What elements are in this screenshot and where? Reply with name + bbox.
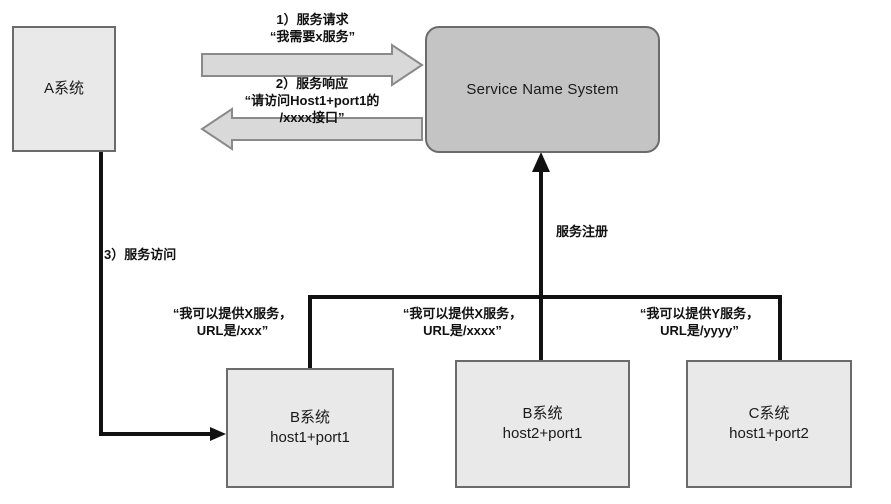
label-service-register: 服务注册 xyxy=(556,224,666,241)
label-service-response-line3: /xxxx接口” xyxy=(279,109,345,125)
label-provide-x-service-xxxx-line1: “我可以提供X服务， xyxy=(402,306,523,321)
node-a-system[interactable]: A系统 xyxy=(12,26,116,152)
node-b-system-host2-port1-address: host2+port1 xyxy=(502,425,583,442)
node-service-name-system[interactable]: Service Name System xyxy=(425,26,660,153)
node-b-system-host1-port1-title: B系统 xyxy=(289,409,330,427)
label-service-request-line1: 1）服务请求 xyxy=(276,12,349,27)
arrowhead-service-register xyxy=(532,152,550,172)
label-provide-x-service-xxx-line2: URL是/xxx” xyxy=(196,322,269,338)
label-service-request: 1）服务请求 “我需要x服务” xyxy=(205,12,420,46)
label-provide-y-service-yyyy-line2: URL是/yyyy” xyxy=(660,322,739,338)
node-c-system-host1-port2-address: host1+port2 xyxy=(729,425,809,442)
label-service-response-line2: “请访问Host1+port1的 xyxy=(244,92,380,108)
label-service-response: 2）服务响应 “请访问Host1+port1的 /xxxx接口” xyxy=(196,76,428,127)
label-provide-y-service-yyyy-line1: “我可以提供Y服务， xyxy=(639,306,760,321)
label-provide-x-service-xxxx-line2: URL是/xxxx” xyxy=(423,322,502,338)
label-provide-x-service-xxx: “我可以提供X服务， URL是/xxx” xyxy=(150,306,315,340)
label-provide-x-service-xxx-line1: “我可以提供X服务， xyxy=(172,306,293,321)
node-a-system-label: A系统 xyxy=(43,80,84,98)
node-b-system-host1-port1-address: host1+port1 xyxy=(270,429,350,446)
label-service-access: 3）服务访问 xyxy=(104,247,234,264)
label-provide-y-service-yyyy: “我可以提供Y服务， URL是/yyyy” xyxy=(612,306,787,340)
arrowhead-service-access xyxy=(210,427,226,441)
node-b-system-host2-port1-title: B系统 xyxy=(522,405,563,423)
node-service-name-system-label: Service Name System xyxy=(466,80,619,98)
label-service-response-line1: 2）服务响应 xyxy=(275,76,349,91)
label-service-register-text: 服务注册 xyxy=(556,224,609,239)
label-service-request-line2: “我需要x服务” xyxy=(269,28,356,44)
node-c-system-host1-port2[interactable]: C系统 host1+port2 xyxy=(686,360,852,488)
node-b-system-host1-port1[interactable]: B系统 host1+port1 xyxy=(226,368,394,488)
edge-service-access xyxy=(99,152,214,436)
label-service-access-text: 3）服务访问 xyxy=(104,247,177,262)
node-c-system-host1-port2-title: C系统 xyxy=(748,405,790,423)
label-provide-x-service-xxxx: “我可以提供X服务， URL是/xxxx” xyxy=(380,306,545,340)
node-b-system-host2-port1[interactable]: B系统 host2+port1 xyxy=(455,360,630,488)
